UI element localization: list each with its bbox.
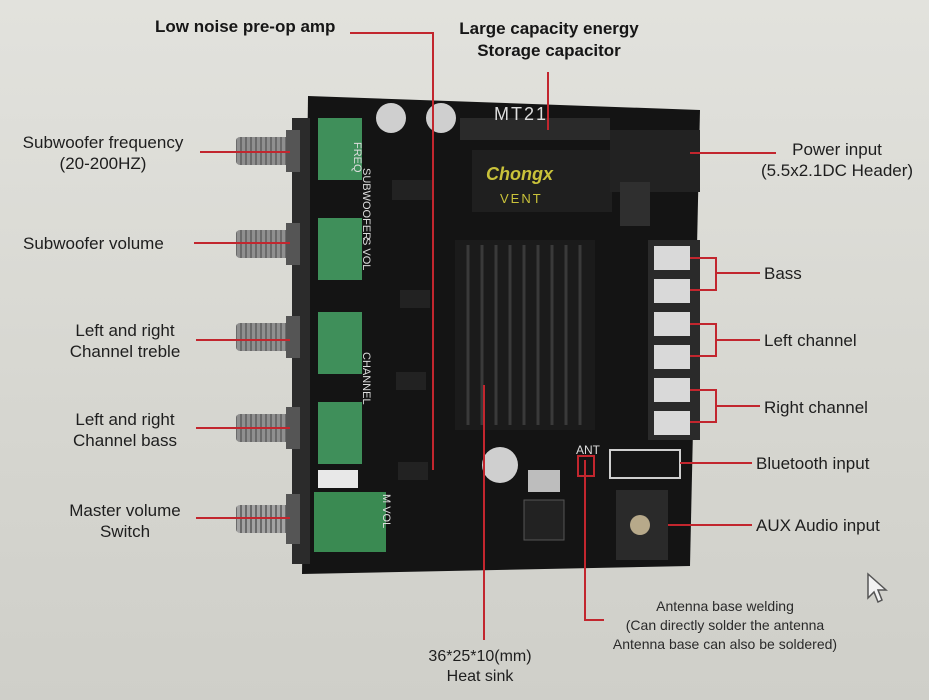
pot-svol	[318, 218, 362, 280]
leader-left	[690, 323, 760, 357]
pot-bass	[318, 402, 362, 464]
pot-treble	[318, 312, 362, 374]
label-master-2: Switch	[99, 522, 151, 541]
knob-treble[interactable]	[236, 316, 300, 358]
label-sub-freq-2: (20-200HZ)	[59, 154, 147, 173]
label-bass-knob-1: Left and right	[75, 410, 175, 429]
aux-hole	[630, 515, 650, 535]
label-sub-freq-1: Subwoofer frequency	[22, 133, 184, 152]
label-capacitor-2: Storage capacitor	[477, 41, 621, 60]
bt-chip	[523, 499, 565, 541]
antenna-marker	[577, 455, 595, 477]
pot-freq	[318, 118, 362, 180]
silk-brand: Chongx	[486, 164, 553, 184]
label-low-noise: Low noise pre-op amp	[155, 17, 336, 36]
silk-ant: ANT	[576, 443, 600, 457]
label-antenna-2: (Can directly solder the antenna	[625, 617, 825, 633]
inductor	[620, 182, 650, 226]
label-antenna-1: Antenna base welding	[656, 598, 794, 614]
opamp-1	[392, 180, 432, 200]
label-capacitor-1: Large capacity energy	[459, 19, 639, 38]
label-aux: AUX Audio input	[756, 516, 880, 535]
energy-capacitor	[460, 118, 610, 140]
label-heatsink-2: Heat sink	[446, 668, 514, 685]
capacitor-220	[482, 447, 518, 483]
label-bluetooth: Bluetooth input	[756, 454, 870, 473]
capacitor-small-1	[376, 103, 406, 133]
switch-white	[318, 470, 358, 488]
speaker-terminals	[648, 240, 700, 440]
dc-jack	[610, 130, 700, 192]
silk-brand-sub: VENT	[500, 191, 543, 206]
mouse-cursor-icon	[867, 572, 888, 604]
crystal	[528, 470, 560, 492]
label-bass-knob-2: Channel bass	[73, 431, 177, 450]
label-treble-2: Channel treble	[69, 342, 181, 361]
label-power-1: Power input	[792, 140, 882, 159]
label-left-channel: Left channel	[764, 331, 857, 350]
main-chip	[472, 150, 612, 212]
leader-bass	[690, 257, 760, 291]
label-right-channel: Right channel	[764, 398, 868, 417]
leader-low-noise	[350, 32, 434, 470]
silk-model: MT21	[494, 104, 549, 124]
leader-right	[690, 389, 760, 423]
leader-antenna	[584, 460, 604, 621]
pot-master	[314, 492, 386, 552]
opamp-2	[400, 290, 430, 308]
label-power-2: (5.5x2.1DC Header)	[760, 161, 914, 180]
label-bass: Bass	[764, 264, 802, 283]
opamp-4	[398, 462, 428, 480]
label-treble-1: Left and right	[75, 321, 175, 340]
label-master-1: Master volume	[69, 501, 181, 520]
label-sub-volume: Subwoofer volume	[23, 234, 164, 253]
label-antenna-3: Antenna base can also be soldered)	[612, 636, 838, 652]
heat-sink	[455, 240, 595, 430]
opamp-3	[396, 372, 426, 390]
label-heatsink-1: 36*25*10(mm)	[428, 648, 532, 665]
